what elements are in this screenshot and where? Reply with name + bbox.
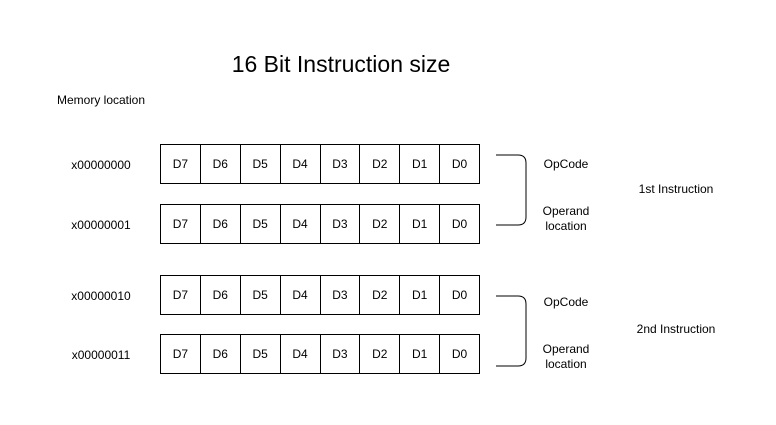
bit-cell: D1 [400,204,441,244]
bit-cell: D7 [161,334,201,374]
diagram-title: 16 Bit Instruction size [231,51,451,77]
bit-cell: D0 [440,275,480,315]
bit-cell: D7 [161,144,201,184]
bit-cell: D4 [280,334,321,374]
memory-address: x00000001 [71,218,131,232]
bit-cell: D5 [240,144,281,184]
instruction-label: 2nd Instruction [636,322,716,336]
bit-cell: D1 [400,144,441,184]
bit-cell: D3 [320,275,361,315]
bit-cell: D5 [240,275,281,315]
memory-byte-row: D7 D6 D5 D4 D3 D2 D1 D0 [160,144,480,184]
operand-label-line: location [545,219,587,233]
memory-address: x00000000 [71,158,131,172]
operand-location-label: Operand location [521,204,611,234]
opcode-label: OpCode [543,157,589,171]
instruction-label: 1st Instruction [638,182,714,196]
operand-label-line: Operand [542,204,590,218]
bit-cell: D6 [200,204,241,244]
bit-cell: D3 [320,334,361,374]
bit-cell: D3 [320,144,361,184]
bit-cell: D2 [360,144,401,184]
bit-cell: D4 [280,275,321,315]
bit-cell: D7 [161,275,201,315]
memory-address: x00000011 [71,348,131,362]
instruction-bracket [496,295,527,367]
bit-cell: D4 [280,204,321,244]
bit-cell: D2 [360,334,401,374]
instruction-bracket [496,154,527,226]
operand-label-line: Operand [542,342,590,356]
bit-cell: D7 [161,204,201,244]
opcode-label: OpCode [543,295,589,309]
bit-cell: D5 [240,334,281,374]
bit-cell: D1 [400,275,441,315]
bit-cell: D4 [280,144,321,184]
memory-location-header: Memory location [57,93,146,107]
memory-byte-row: D7 D6 D5 D4 D3 D2 D1 D0 [160,275,480,315]
memory-address: x00000010 [71,289,131,303]
bit-cell: D6 [200,275,241,315]
bit-cell: D1 [400,334,441,374]
bit-cell: D0 [440,144,480,184]
bit-cell: D2 [360,275,401,315]
bit-cell: D0 [440,334,480,374]
bit-cell: D2 [360,204,401,244]
bit-cell: D3 [320,204,361,244]
operand-label-line: location [545,357,587,371]
bit-cell: D6 [200,334,241,374]
bit-cell: D6 [200,144,241,184]
operand-location-label: Operand location [521,342,611,372]
memory-byte-row: D7 D6 D5 D4 D3 D2 D1 D0 [160,204,480,244]
memory-byte-row: D7 D6 D5 D4 D3 D2 D1 D0 [160,334,480,374]
bit-cell: D5 [240,204,281,244]
bit-cell: D0 [440,204,480,244]
